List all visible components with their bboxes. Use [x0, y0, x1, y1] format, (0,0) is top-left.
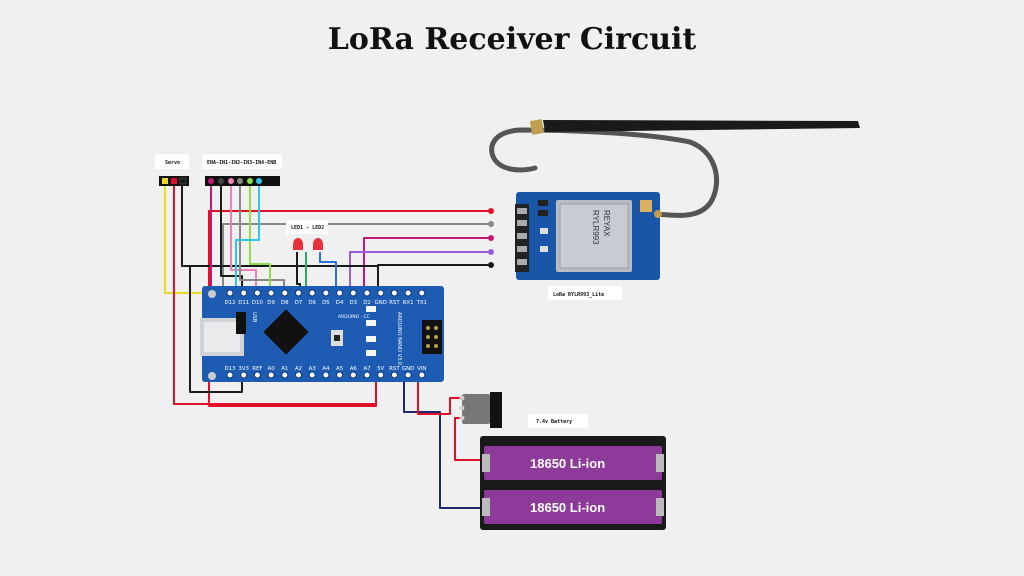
- bottom-pin-label: D13: [224, 366, 235, 372]
- top-pin-label: D10: [252, 300, 264, 306]
- top-pin-d3: [349, 289, 357, 297]
- bottom-pin-label: GND: [402, 366, 414, 372]
- bottom-pin-label: RST: [389, 366, 400, 372]
- top-pin-label: D11: [238, 300, 249, 306]
- top-pin-d7: [295, 289, 302, 297]
- bottom-pin-d13: [226, 371, 234, 379]
- top-pin-d10: [253, 289, 261, 297]
- antenna: [489, 119, 860, 218]
- motor-driver-label: ENA-IN1-IN2-IN3-IN4-ENB: [207, 160, 276, 166]
- top-pin-label: GND: [375, 300, 387, 306]
- top-pin-label: D2: [363, 300, 371, 306]
- leds: LED1 - LED2: [286, 220, 328, 250]
- bottom-pin-label: 5V: [377, 366, 384, 372]
- bottom-pin-label: A1: [281, 366, 288, 372]
- lora-module: REYAX RYLR993: [515, 192, 662, 280]
- module-model: RYLR993: [591, 210, 600, 245]
- bottom-pin-rst: [390, 371, 398, 379]
- top-pin-rst: [390, 289, 398, 297]
- bottom-pin-a4: [322, 371, 330, 379]
- bottom-pin-label: REF: [252, 366, 262, 372]
- top-pin-label: D8: [281, 300, 289, 306]
- bottom-pin-3v3: [240, 371, 248, 379]
- servo-connector: Servo: [155, 154, 189, 186]
- cc-label: ARDUINO · CC: [338, 314, 370, 320]
- bottom-pin-label: A0: [268, 366, 276, 372]
- top-pin-d8: [281, 289, 289, 297]
- bottom-pin-vin: [418, 371, 426, 379]
- top-pin-d4: [336, 289, 344, 297]
- battery-cell-2: 18650 Li-ion: [530, 500, 605, 515]
- motor-driver-connector: ENA-IN1-IN2-IN3-IN4-ENB: [202, 154, 282, 186]
- usb-label: USB: [251, 312, 257, 323]
- lora-module-label: LoRa RYLR993_Lite: [553, 292, 604, 298]
- top-pin-d5: [322, 289, 330, 297]
- top-pin-label: D9: [267, 300, 275, 306]
- top-pin-rx1: [404, 289, 412, 297]
- bottom-pin-a1: [281, 371, 289, 379]
- top-pin-label: D6: [308, 300, 316, 306]
- page-title: LoRa Receiver Circuit: [327, 22, 697, 57]
- battery-pack: 7.4v Battery 18650 Li-ion 18650 Li-ion: [480, 414, 666, 530]
- bottom-pin-label: A5: [336, 366, 343, 372]
- bottom-pin-gnd: [404, 371, 412, 379]
- top-pin-label: D4: [336, 300, 344, 306]
- top-pin-label: RST: [389, 300, 400, 306]
- top-pin-d9: [267, 289, 275, 297]
- leds-label: LED1 - LED2: [291, 225, 324, 231]
- top-pin-label: D3: [350, 300, 358, 306]
- bottom-pin-a0: [267, 371, 275, 379]
- module-pin-dots: [488, 208, 494, 268]
- bottom-pin-label: A7: [363, 366, 370, 372]
- bottom-pin-label: 3V3: [238, 366, 249, 372]
- bottom-pin-a6: [349, 371, 357, 379]
- top-pin-d2: [363, 289, 371, 297]
- battery-cell-1: 18650 Li-ion: [530, 456, 605, 471]
- bottom-pin-label: A3: [309, 366, 316, 372]
- bottom-pin-5v: [377, 371, 385, 379]
- battery-label: 7.4v Battery: [536, 419, 572, 425]
- top-pin-tx1: [418, 289, 426, 297]
- top-pin-d6: [308, 289, 316, 297]
- bottom-pin-a7: [363, 371, 371, 379]
- power-switch: [459, 392, 502, 428]
- lora-module-label-box: LoRa RYLR993_Lite: [548, 286, 622, 300]
- top-pin-d11: [240, 289, 248, 297]
- servo-label: Servo: [165, 160, 180, 166]
- top-pin-label: TX1: [416, 300, 427, 306]
- bottom-pin-a3: [308, 371, 316, 379]
- bottom-pin-label: VIN: [417, 366, 426, 372]
- top-pin-label: RX1: [403, 300, 414, 306]
- bottom-pin-label: A4: [322, 366, 330, 372]
- bottom-pin-label: A6: [350, 366, 358, 372]
- bottom-pin-ref: [253, 371, 261, 379]
- top-pin-gnd: [377, 289, 385, 297]
- top-pin-label: D12: [224, 300, 235, 306]
- top-pin-label: D5: [322, 300, 330, 306]
- module-brand: REYAX: [602, 210, 611, 237]
- top-pin-label: D7: [295, 300, 303, 306]
- bottom-pin-label: A2: [295, 366, 302, 372]
- board-label: ARDUINO NANO V3.0: [396, 312, 402, 365]
- bottom-pin-a5: [336, 371, 344, 379]
- bottom-pin-a2: [295, 371, 302, 379]
- top-pin-d12: [226, 289, 234, 297]
